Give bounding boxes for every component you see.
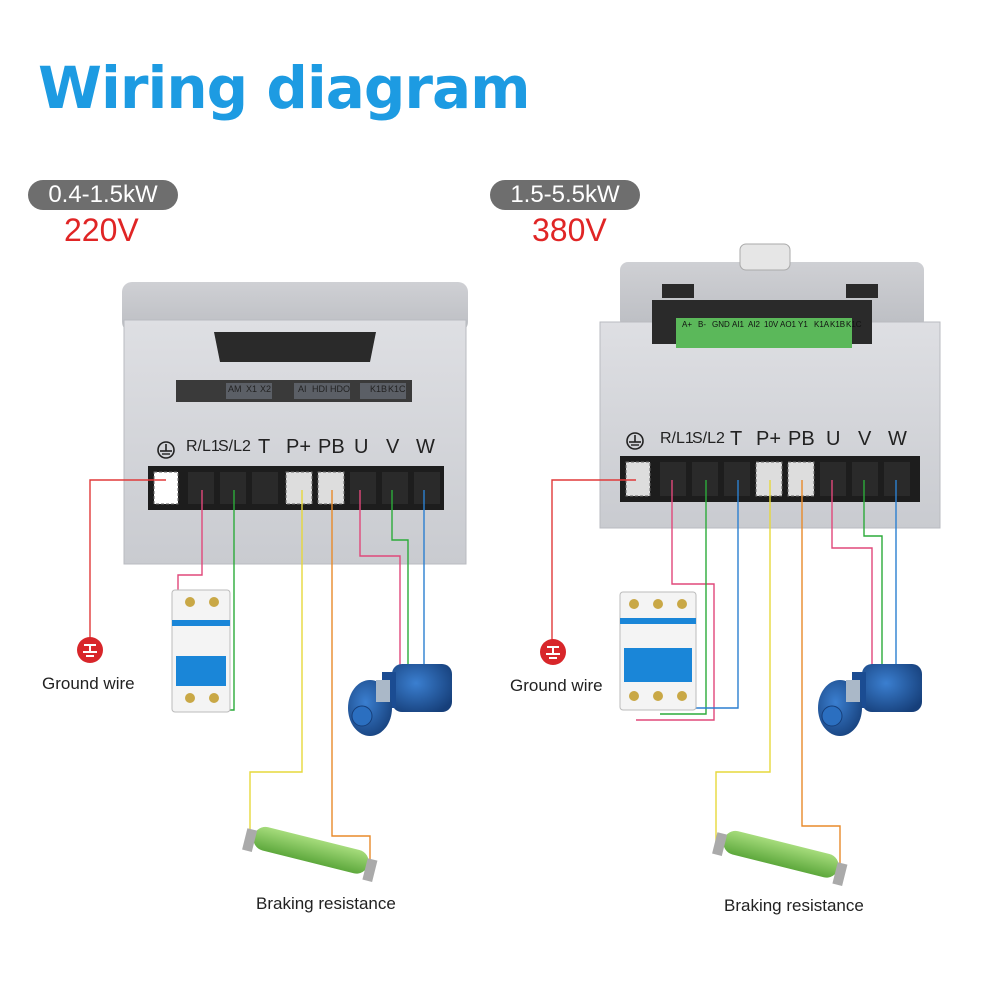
left-circuit-breaker-icon (171, 589, 231, 713)
right-braking-resistor-icon (712, 830, 848, 886)
left-terminal-s-label: S/L2 (218, 438, 251, 455)
right-control-label-k1a: K1A (814, 320, 830, 329)
right-control-label-k1c: K1C (846, 320, 862, 329)
right-terminal-pb-label: PB (788, 428, 815, 450)
left-ground-wire-icon (77, 637, 103, 663)
left-wires (89, 479, 425, 870)
right-ground-wire (551, 479, 636, 640)
right-control-label-k1b: K1B (830, 320, 846, 329)
right-s-wire (660, 480, 707, 715)
left-motor-pump-icon (348, 664, 452, 736)
left-p-wire (249, 490, 303, 840)
right-terminal-w-label: W (888, 428, 907, 450)
left-control-label-x1: X1 (246, 384, 258, 394)
right-control-label-ai2: AI2 (748, 320, 761, 329)
right-pb-wire (801, 480, 841, 870)
left-terminal-r-label: R/L1 (186, 438, 220, 455)
right-terminal-t-label: T (730, 428, 743, 450)
right-control-label-gnd: GND (712, 320, 730, 329)
left-control-label-x2: X2 (260, 384, 272, 394)
right-terminal-s-label: S/L2 (692, 430, 725, 447)
right-terminal-v-label: V (858, 428, 872, 450)
left-pb-wire (331, 490, 371, 870)
right-rating-badge: 1.5-5.5kW (490, 180, 640, 210)
left-voltage-label: 220V (64, 212, 139, 248)
left-control-label-hdo: HDO (330, 384, 350, 394)
page-title: Wiring diagram (38, 54, 531, 122)
right-ground-wire-icon (540, 639, 566, 665)
right-motor-pump-icon (818, 664, 922, 736)
left-v-wire (391, 490, 409, 668)
right-control-label-y1: Y1 (798, 320, 808, 329)
right-circuit-breaker-icon (619, 591, 697, 711)
right-terminal-r-label: R/L1 (660, 430, 694, 447)
left-terminal-t-label: T (258, 436, 271, 458)
right-voltage-label: 380V (532, 212, 607, 248)
left-ground-wire-label: Ground wire (42, 674, 135, 693)
left-control-label-hdi: HDI (312, 384, 328, 394)
left-terminal-u-label: U (354, 436, 369, 458)
right-ground-terminal-symbol (626, 432, 644, 450)
left-terminal-p-label: P+ (286, 436, 312, 458)
left-braking-resistor-icon (242, 826, 378, 882)
right-terminal-u-label: U (826, 428, 841, 450)
right-control-label-10v: 10V (764, 320, 779, 329)
right-braking-resistance-label: Braking resistance (724, 896, 864, 915)
right-p-wire (715, 480, 771, 846)
left-terminal-w-label: W (416, 436, 435, 458)
right-control-label-a: A+ (682, 320, 693, 329)
right-control-label-ai1: AI1 (732, 320, 745, 329)
right-terminal-p-label: P+ (756, 428, 782, 450)
right-control-label-ao1: AO1 (780, 320, 797, 329)
left-inverter-body (122, 282, 468, 565)
right-r-wire (636, 480, 715, 721)
right-u-wire (831, 480, 873, 668)
left-control-label-k1b: K1B (370, 384, 388, 394)
left-control-label-k1c: K1C (388, 384, 406, 394)
left-terminal-v-label: V (386, 436, 400, 458)
left-control-label-am: AM (228, 384, 242, 394)
right-t-wire (686, 480, 739, 709)
left-u-wire (359, 490, 401, 668)
right-ground-wire-label: Ground wire (510, 676, 603, 695)
right-v-wire (863, 480, 883, 668)
left-control-label-ai: AI (298, 384, 307, 394)
left-terminal-block (148, 466, 444, 510)
right-control-label-b: B- (698, 320, 706, 329)
left-ground-wire (89, 479, 166, 640)
left-terminal-pb-label: PB (318, 436, 345, 458)
left-braking-resistance-label: Braking resistance (256, 894, 396, 913)
right-wires (551, 479, 897, 870)
left-rating-badge: 0.4-1.5kW (28, 180, 178, 210)
left-ground-terminal-symbol (157, 441, 175, 459)
